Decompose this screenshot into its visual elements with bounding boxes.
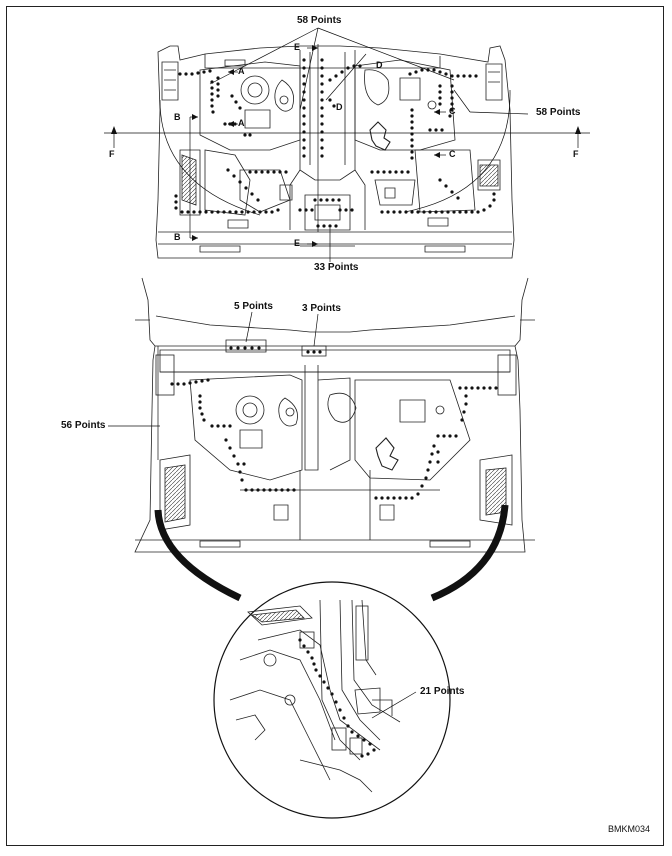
top-view-arrowheads: [111, 45, 581, 247]
figure-code: BMKM034: [607, 824, 650, 834]
section-label-e-lower: E: [294, 238, 301, 248]
detail-view-drawing: [213, 581, 451, 819]
section-label-f-left: F: [109, 149, 115, 159]
detail-leader-line: [371, 691, 417, 719]
section-label-f-right: F: [573, 149, 579, 159]
top-view-58-points-top-label: 58 Points: [297, 15, 342, 26]
front-view-56-points-label: 56 Points: [61, 420, 106, 431]
front-view-5-points-label: 5 Points: [234, 301, 273, 312]
top-view-weld-dots: [174, 58, 496, 228]
detail-view-21-points-label: 21 Points: [420, 686, 465, 697]
section-label-a-upper: A: [238, 66, 245, 76]
front-view-leader-lines: [108, 311, 319, 460]
section-label-b-upper: B: [174, 112, 181, 122]
section-label-a-lower: A: [238, 118, 245, 128]
detail-connector-arc: [154, 504, 509, 602]
section-label-d-upper: D: [376, 60, 383, 70]
section-label-e-upper: E: [294, 42, 301, 52]
front-view-3-points-label: 3 Points: [302, 303, 341, 314]
section-label-d-lower: D: [336, 102, 343, 112]
front-view-weld-dots: [170, 346, 498, 500]
top-view-33-points-label: 33 Points: [314, 262, 359, 273]
front-view-drawing: [134, 277, 535, 553]
section-label-c-lower: C: [449, 149, 456, 159]
page-frame: [6, 6, 664, 846]
top-view-leader-lines: [104, 27, 590, 262]
top-view-58-points-right-label: 58 Points: [536, 107, 581, 118]
section-label-c-upper: C: [449, 106, 456, 116]
section-label-b-lower: B: [174, 232, 181, 242]
